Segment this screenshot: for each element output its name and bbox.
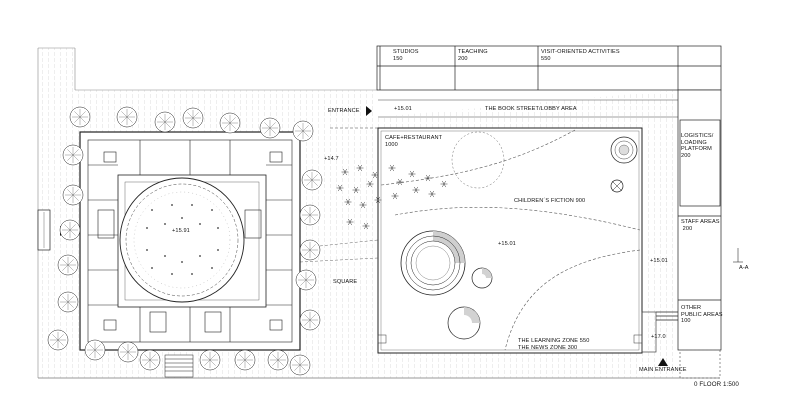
section-mark-label: A-A xyxy=(739,265,749,271)
tree-branch xyxy=(89,344,101,356)
tree-branch xyxy=(52,334,64,346)
plaza-plant xyxy=(361,201,365,209)
tree-branch xyxy=(306,174,318,186)
square-lines xyxy=(299,239,379,263)
room-childrens-fiction: CHILDREN´S FICTION 900 xyxy=(514,198,586,204)
plaza-plant xyxy=(376,196,380,204)
entrance-label: ENTRANCE xyxy=(328,108,360,114)
entrance-arrow xyxy=(366,106,372,116)
entry-level: +17.0 xyxy=(651,334,666,340)
lobby-lines xyxy=(330,99,680,129)
main-entrance-arrow xyxy=(658,358,668,366)
tree-branch xyxy=(239,354,251,366)
plaza-plant xyxy=(410,170,414,178)
plaza-plant xyxy=(373,171,377,179)
plaza-plant xyxy=(368,180,372,188)
tree-branch xyxy=(62,259,74,271)
plaza-plant xyxy=(398,178,402,186)
section-markers xyxy=(733,248,743,263)
tree-branch xyxy=(300,274,312,286)
book-street-label: THE BOOK STREET/LOBBY AREA xyxy=(485,106,577,112)
rotunda-level: +15.91 xyxy=(172,228,190,234)
plaza-plant xyxy=(414,186,418,194)
tree-branch xyxy=(304,244,316,256)
plaza-plant xyxy=(442,180,446,188)
plaza-plants xyxy=(336,164,448,230)
tree-branch xyxy=(74,111,86,123)
trees xyxy=(47,106,323,376)
tree-branch xyxy=(67,189,79,201)
main-entrance-label: MAIN ENTRANCE xyxy=(639,367,687,373)
plaza-plant xyxy=(390,164,394,172)
tree-branch xyxy=(264,122,276,134)
plaza-plant xyxy=(354,186,358,194)
plaza-plant xyxy=(364,222,368,230)
tree-branch xyxy=(159,116,171,128)
tree-branch xyxy=(297,125,309,137)
tree-branch xyxy=(204,354,216,366)
square-label: SQUARE xyxy=(333,279,358,285)
hall-level: +15.01 xyxy=(498,241,516,247)
plaza-plant xyxy=(393,192,397,200)
street-level: +14.7 xyxy=(324,156,339,162)
tree-branch xyxy=(64,224,76,236)
tree-branch xyxy=(224,117,236,129)
plaza-plant xyxy=(426,174,430,182)
library-hall xyxy=(377,127,643,354)
plaza-plant xyxy=(358,164,362,172)
side-level: +15.01 xyxy=(650,258,668,264)
tree-branch xyxy=(62,296,74,308)
room-staff: STAFF AREAS 200 xyxy=(681,219,720,232)
tree-branch xyxy=(67,149,79,161)
plaza-plant xyxy=(338,184,342,192)
plaza-plant xyxy=(346,198,350,206)
lobby-level: +15.01 xyxy=(394,106,412,112)
tree-branch xyxy=(121,111,133,123)
floor-title: 0 FLOOR 1:500 xyxy=(694,381,739,388)
service-column xyxy=(641,89,722,379)
tree-branch xyxy=(304,314,316,326)
tree-branch xyxy=(187,112,199,124)
plaza-plant xyxy=(343,168,347,176)
tree-branch xyxy=(122,346,134,358)
plaza-plant xyxy=(430,190,434,198)
historic-building xyxy=(79,131,301,378)
tree-branch xyxy=(294,359,306,371)
tree-branch xyxy=(144,354,156,366)
tree-branch xyxy=(304,209,316,221)
plaza-plant xyxy=(348,218,352,226)
tree-branch xyxy=(272,354,284,366)
program-strip xyxy=(376,45,722,91)
